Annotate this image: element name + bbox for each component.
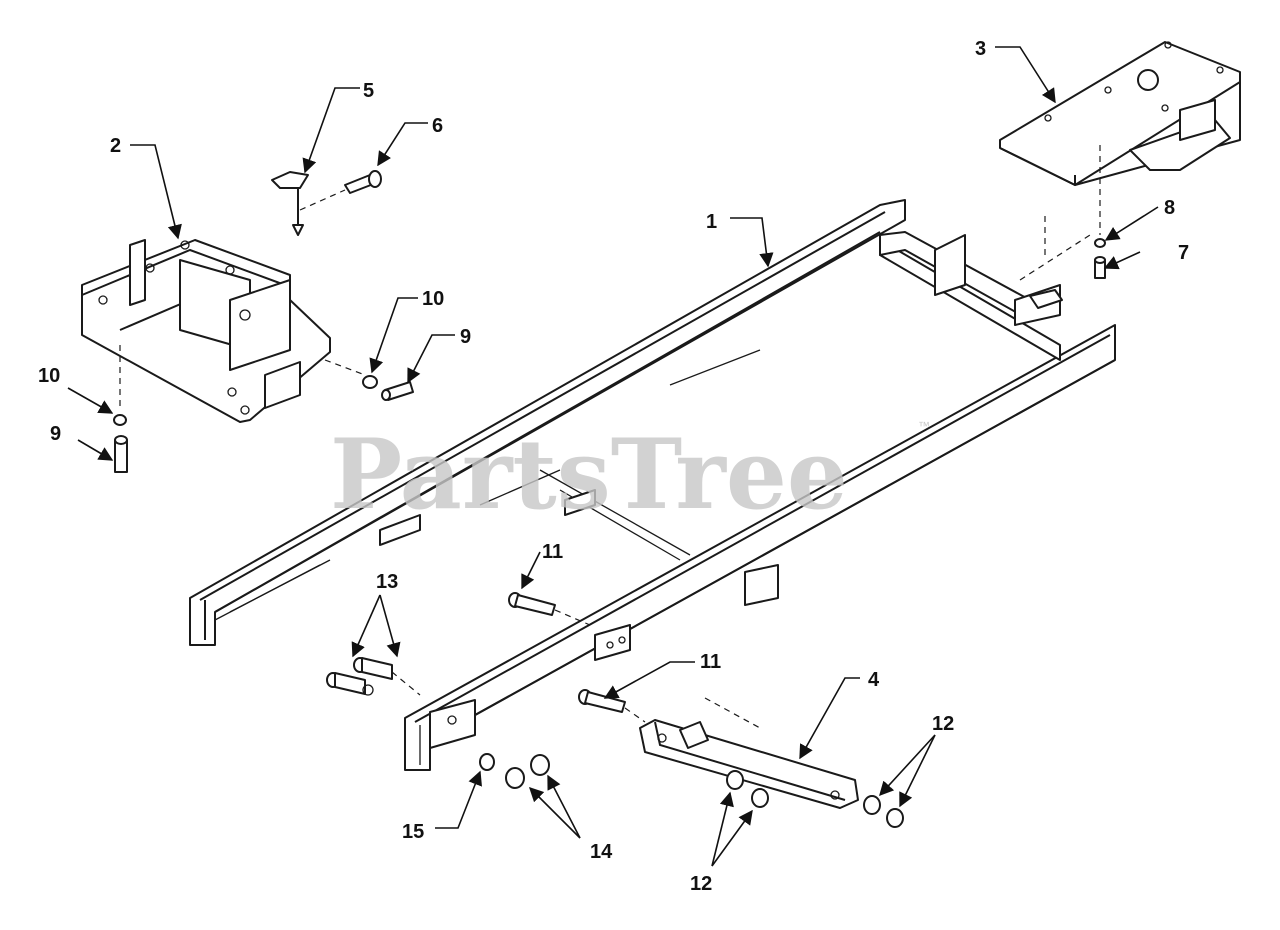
watermark-trademark: ™ <box>918 419 930 433</box>
callout-11-upper: 11 <box>542 541 563 563</box>
callout-12-lower: 12 <box>690 873 712 895</box>
callout-4: 4 <box>868 669 880 691</box>
mounting-bracket <box>81 239 366 423</box>
callout-1: 1 <box>706 211 717 233</box>
top-plate <box>999 41 1241 235</box>
leader-lines <box>67 46 1159 867</box>
watermark: PartsTree <box>330 418 848 531</box>
callout-5: 5 <box>363 80 374 102</box>
callout-8: 8 <box>1164 197 1175 219</box>
callout-9-middle: 9 <box>460 326 471 348</box>
callout-12-right: 12 <box>932 713 954 735</box>
main-frame <box>189 199 1116 771</box>
callout-13: 13 <box>376 571 398 593</box>
callout-15: 15 <box>402 821 424 843</box>
callout-14: 14 <box>590 841 613 863</box>
lower-arm <box>639 697 859 809</box>
callout-labels: 1 2 3 4 5 6 7 8 9 9 10 10 11 11 12 12 13… <box>38 38 1189 895</box>
callout-9-left: 9 <box>50 423 61 445</box>
hardware <box>113 170 1106 828</box>
callout-10-left: 10 <box>38 365 60 387</box>
callout-6: 6 <box>432 115 443 137</box>
callout-10-middle: 10 <box>422 288 444 310</box>
callout-11-lower: 11 <box>700 651 721 673</box>
callout-2: 2 <box>110 135 121 157</box>
callout-7: 7 <box>1178 242 1189 264</box>
callout-3: 3 <box>975 38 986 60</box>
